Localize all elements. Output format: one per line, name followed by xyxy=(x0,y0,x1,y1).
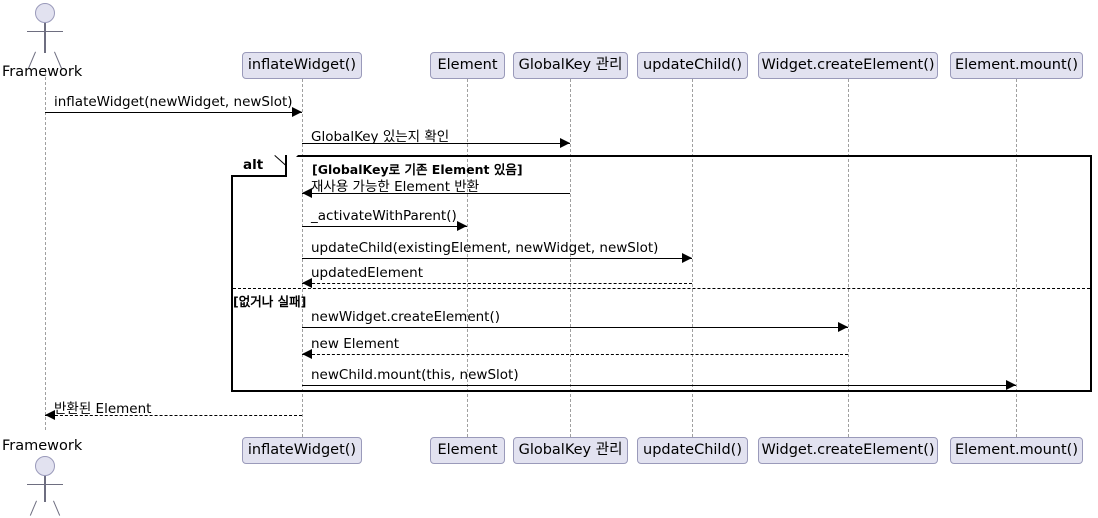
actor-arms-bottom xyxy=(27,484,63,485)
actor-head-icon-bottom xyxy=(35,456,55,476)
lifeline-element-mount xyxy=(1016,79,1017,437)
alt-condition-second: [없거나 실패] xyxy=(233,294,307,309)
participant-box-element-mount-top[interactable]: Element.mount() xyxy=(950,52,1083,79)
participant-box-element-mount-bottom[interactable]: Element.mount() xyxy=(950,437,1083,464)
actor-leg-right-bottom xyxy=(53,500,61,516)
lifeline-widget-createelement xyxy=(848,79,849,437)
actor-torso-bottom xyxy=(44,476,46,502)
participant-box-updatechild-top[interactable]: updateChild() xyxy=(637,52,748,79)
message-label: updatedElement xyxy=(311,265,424,281)
message-arrowhead xyxy=(560,138,570,148)
participant-box-globalkey-top[interactable]: GlobalKey 관리 xyxy=(513,52,628,79)
message-arrowhead xyxy=(45,410,55,420)
message-label: _activateWithParent() xyxy=(311,208,457,224)
message-label: 재사용 가능한 Element 반환 xyxy=(311,179,480,195)
alt-fragment-operator: alt xyxy=(231,155,287,177)
message-line xyxy=(45,415,302,416)
message-line xyxy=(302,193,570,194)
message-arrowhead xyxy=(682,253,692,263)
actor-arms xyxy=(27,31,63,32)
message-arrowhead xyxy=(302,349,312,359)
participant-box-widget-createelement-bottom[interactable]: Widget.createElement() xyxy=(758,437,938,464)
actor-head-icon xyxy=(35,3,55,23)
actor-leg-left-bottom xyxy=(29,500,37,516)
message-arrowhead xyxy=(302,278,312,288)
participant-box-element-bottom[interactable]: Element xyxy=(430,437,505,464)
message-line xyxy=(302,283,692,284)
message-line xyxy=(302,226,467,227)
alt-fragment-tab-corner xyxy=(287,155,298,166)
actor-torso xyxy=(44,23,46,53)
actor-label-bottom: Framework xyxy=(2,438,83,454)
alt-fragment-frame xyxy=(231,155,1092,392)
message-label: new Element xyxy=(311,336,400,352)
message-label: updateChild(existingElement, newWidget, … xyxy=(311,240,659,256)
message-arrowhead xyxy=(457,221,467,231)
message-label: 반환된 Element xyxy=(54,401,152,417)
message-arrowhead xyxy=(838,322,848,332)
message-arrowhead xyxy=(292,107,302,117)
message-label: inflateWidget(newWidget, newSlot) xyxy=(54,94,293,110)
message-arrowhead xyxy=(302,188,312,198)
message-line xyxy=(302,258,692,259)
participant-box-inflatewidget-bottom[interactable]: inflateWidget() xyxy=(242,437,362,464)
message-line xyxy=(302,385,1016,386)
participant-box-element-top[interactable]: Element xyxy=(430,52,505,79)
participant-box-updatechild-bottom[interactable]: updateChild() xyxy=(637,437,748,464)
message-line xyxy=(45,112,302,113)
participant-box-inflatewidget-top[interactable]: inflateWidget() xyxy=(242,52,362,79)
participant-box-globalkey-bottom[interactable]: GlobalKey 관리 xyxy=(513,437,628,464)
lifeline-framework xyxy=(45,72,46,430)
message-arrowhead xyxy=(1006,380,1016,390)
message-label: newWidget.createElement() xyxy=(311,309,501,325)
message-label: newChild.mount(this, newSlot) xyxy=(311,367,519,383)
lifeline-updatechild xyxy=(692,79,693,437)
actor-label-top: Framework xyxy=(2,64,83,80)
participant-box-widget-createelement-top[interactable]: Widget.createElement() xyxy=(758,52,938,79)
alt-condition-first: [GlobalKey로 기존 Element 있음] xyxy=(312,162,523,177)
message-line xyxy=(302,354,848,355)
message-label: GlobalKey 있는지 확인 xyxy=(311,129,450,145)
alt-fragment-divider xyxy=(233,288,1090,289)
message-line xyxy=(302,327,848,328)
message-line xyxy=(302,143,570,144)
